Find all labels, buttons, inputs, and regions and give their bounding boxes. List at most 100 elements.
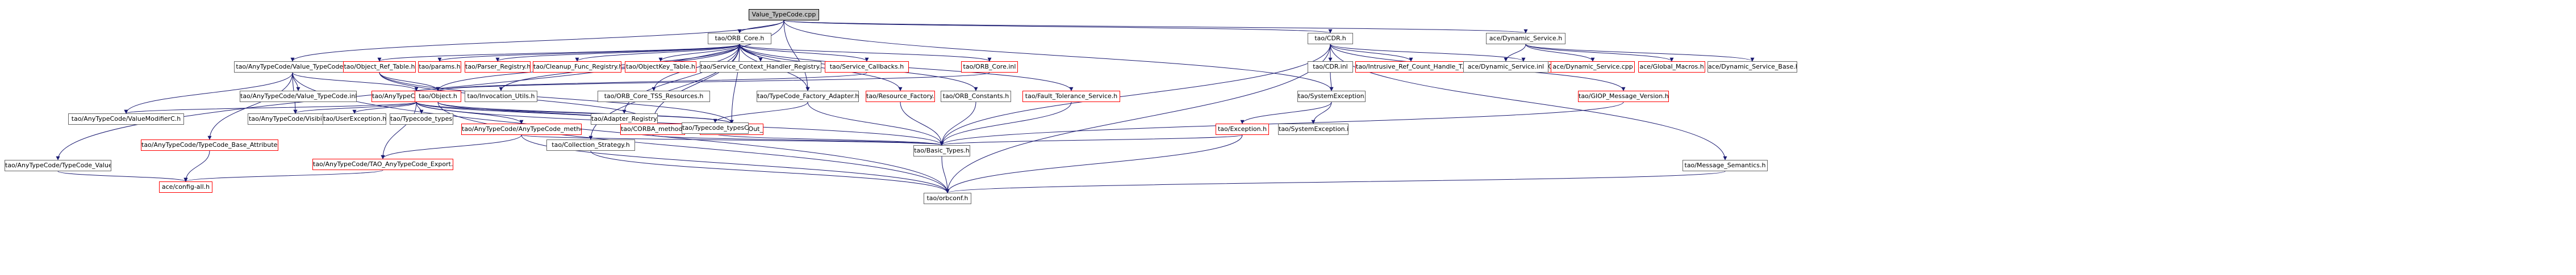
edge-atcmethods-to-orbconf — [521, 134, 950, 193]
edge-cdr-to-intrhandle — [1330, 44, 1413, 62]
edge-orbcore-to-pseudovar — [729, 44, 740, 124]
edge-dynservice-to-globalmacros — [1525, 44, 1674, 62]
graph-node-orbconf[interactable]: tao/orbconf.h — [924, 193, 971, 204]
graph-node-intrhandle[interactable]: tao/Intrusive_Ref_Count_Handle_T.h — [1355, 61, 1467, 73]
graph-node-svchandler[interactable]: tao/Service_Context_Handler_Registry.h — [700, 61, 821, 73]
graph-node-tctypesc[interactable]: tao/Typecode_typesC.h — [390, 113, 453, 125]
graph-node-objref[interactable]: tao/Object_Ref_Table.h — [343, 61, 416, 73]
graph-node-configall[interactable]: ace/config-all.h — [159, 181, 212, 193]
graph-node-vtinl[interactable]: tao/AnyTypeCode/Value_TypeCode.inl — [240, 91, 357, 102]
graph-node-exception[interactable]: tao/Exception.h — [1216, 124, 1269, 135]
edge-cdr-to-introbj — [1330, 44, 1526, 62]
edge-vt_h-to-tcbase — [207, 72, 293, 140]
graph-node-parser[interactable]: tao/Parser_Registry.h — [465, 61, 531, 73]
edge-tcfactory-to-tctypesc2 — [713, 101, 808, 123]
edge-orbcore-to-orbcoreinl — [739, 44, 992, 62]
edge-dynservice-to-dscpp — [1525, 44, 1595, 62]
edge-svccallbacks-to-object — [436, 72, 867, 91]
edge-sysexc-to-exception — [1240, 101, 1332, 124]
edge-exception-to-orbconf — [945, 134, 1243, 193]
edge-orbcore-to-svccallbacks — [739, 44, 869, 62]
graph-node-cleanup[interactable]: tao/Cleanup_Func_Registry.h — [533, 61, 621, 73]
edge-orbcoreinl-to-object — [436, 72, 990, 91]
graph-node-collection[interactable]: tao/Collection_Strategy.h — [546, 139, 635, 151]
edge-corbamethods-to-basictypes — [652, 134, 944, 146]
edge-orbconst-to-basictypes — [940, 101, 976, 146]
edge-root-to-vt_h — [290, 20, 784, 62]
graph-node-svccallbacks[interactable]: tao/Service_Callbacks.h — [825, 61, 909, 73]
edge-cdrinl-to-sysexc — [1329, 72, 1334, 91]
graph-node-params[interactable]: tao/params.h — [418, 61, 461, 73]
edge-collection-to-orbconf — [590, 150, 950, 193]
graph-node-dsbase[interactable]: ace/Dynamic_Service_Base.h — [1707, 61, 1797, 73]
graph-node-giop[interactable]: tao/GIOP_Message_Version.h — [1578, 91, 1669, 102]
edge-resfactory-to-basictypes — [900, 101, 944, 146]
graph-node-corbamethods[interactable]: tao/CORBA_methods.h — [620, 124, 685, 135]
edge-objref-to-object — [379, 72, 440, 91]
edge-root-to-dynservice — [783, 20, 1527, 33]
graph-node-userexc[interactable]: tao/UserException.h — [323, 113, 386, 125]
edge-root-to-orbcore — [737, 20, 784, 33]
graph-node-adapterreg[interactable]: tao/Adapter_Registry.h — [591, 113, 658, 125]
graph-node-faulttol[interactable]: tao/Fault_Tolerance_Service.h — [1022, 91, 1120, 102]
edge-tcfactory-to-basictypes — [807, 101, 944, 146]
graph-node-dscpp[interactable]: ace/Dynamic_Service.cpp — [1551, 61, 1635, 73]
graph-node-orbcoreinl[interactable]: tao/ORB_Core.inl — [961, 61, 1018, 73]
edge-vt_h-to-valmod — [124, 72, 293, 114]
edge-orbcore-to-parser — [495, 44, 740, 62]
graph-node-cdr[interactable]: tao/CDR.h — [1308, 33, 1353, 44]
edge-object-to-orbconf — [437, 101, 950, 193]
graph-node-orbconst[interactable]: tao/ORB_Constants.h — [941, 91, 1011, 102]
graph-node-export[interactable]: tao/AnyTypeCode/TAO_AnyTypeCode_Export.h — [312, 159, 453, 170]
edge-atctc-to-visib — [293, 101, 417, 114]
edge-dynservice-to-dsinl — [1504, 44, 1526, 62]
graph-node-valmod[interactable]: tao/AnyTypeCode/ValueModifierC.h — [68, 113, 184, 125]
edge-orbcore-to-objkey — [658, 44, 740, 62]
edge-export-to-configall — [183, 170, 383, 182]
graph-node-tcfactory[interactable]: tao/TypeCode_Factory_Adapter.h — [757, 91, 859, 102]
edge-atctc-to-pseudovar — [416, 101, 734, 124]
edge-atctc-to-export — [381, 101, 417, 159]
edge-atcmethods-to-export — [381, 134, 522, 159]
graph-node-cdrinl[interactable]: tao/CDR.inl — [1308, 61, 1353, 73]
edge-atctc-to-valmod — [124, 101, 417, 114]
graph-node-tssres[interactable]: tao/ORB_Core_TSS_Resources.h — [598, 91, 710, 102]
graph-node-msgsem[interactable]: tao/Message_Semantics.h — [1682, 160, 1768, 171]
graph-node-dsinl[interactable]: ace/Dynamic_Service.inl — [1463, 61, 1548, 73]
edge-dynservice-to-dsbase — [1525, 44, 1755, 62]
graph-node-object[interactable]: tao/Object.h — [415, 91, 461, 102]
edge-orbcore-to-objref — [377, 44, 740, 62]
edge-tctypesc2-to-basictypes — [715, 133, 944, 146]
edge-msgsem-to-orbconf — [945, 171, 1726, 193]
graph-node-globalmacros[interactable]: ace/Global_Macros.h — [1638, 61, 1705, 73]
graph-node-resfactory[interactable]: tao/Resource_Factory.h — [866, 91, 935, 102]
edge-root-to-cdr — [783, 20, 1332, 33]
graph-node-invutils[interactable]: tao/Invocation_Utils.h — [465, 91, 537, 102]
edge-sysexc-to-sysexcinl — [1311, 101, 1332, 124]
edge-orbcore-to-corbamethods — [650, 44, 740, 124]
edge-orbcore-to-tssres — [652, 44, 740, 91]
edge-atctc-to-userexc — [352, 101, 417, 114]
edge-vt_h-to-atctc — [292, 72, 419, 91]
edge-exception-to-basictypes — [940, 134, 1243, 146]
graph-node-orbcore[interactable]: tao/ORB_Core.h — [708, 33, 771, 44]
edge-orbcore-to-params — [437, 44, 740, 62]
graph-node-dynservice[interactable]: ace/Dynamic_Service.h — [1486, 33, 1565, 44]
graph-node-tcbase[interactable]: tao/AnyTypeCode/TypeCode_Base_Attributes… — [141, 139, 278, 151]
graph-node-vt_h[interactable]: tao/AnyTypeCode/Value_TypeCode.h — [234, 61, 351, 73]
graph-node-tctypesc2[interactable]: tao/Typecode_typesC.h — [682, 122, 749, 134]
edge-valuefield-to-configall — [57, 171, 188, 182]
graph-node-atcmethods[interactable]: tao/AnyTypeCode/AnyTypeCode_methods.h — [461, 124, 582, 135]
graph-node-sysexc[interactable]: tao/SystemException.h — [1297, 91, 1366, 102]
graph-node-valuefield[interactable]: tao/AnyTypeCode/TypeCode_Value_Field.h — [5, 160, 111, 171]
edge-root-to-sysexc — [783, 20, 1334, 91]
graph-node-visib[interactable]: tao/AnyTypeCode/VisibilityC.h — [248, 113, 343, 125]
edge-atctc-to-atcmethods — [416, 101, 524, 124]
edge-atcmethods-to-basictypes — [521, 134, 943, 146]
graph-node-sysexcinl[interactable]: tao/SystemException.inl — [1278, 124, 1348, 135]
graph-node-objkey[interactable]: tao/ObjectKey_Table.h — [625, 61, 696, 73]
graph-node-basictypes[interactable]: tao/Basic_Types.h — [913, 145, 970, 156]
edge-objref-to-pseudovar — [379, 72, 734, 124]
